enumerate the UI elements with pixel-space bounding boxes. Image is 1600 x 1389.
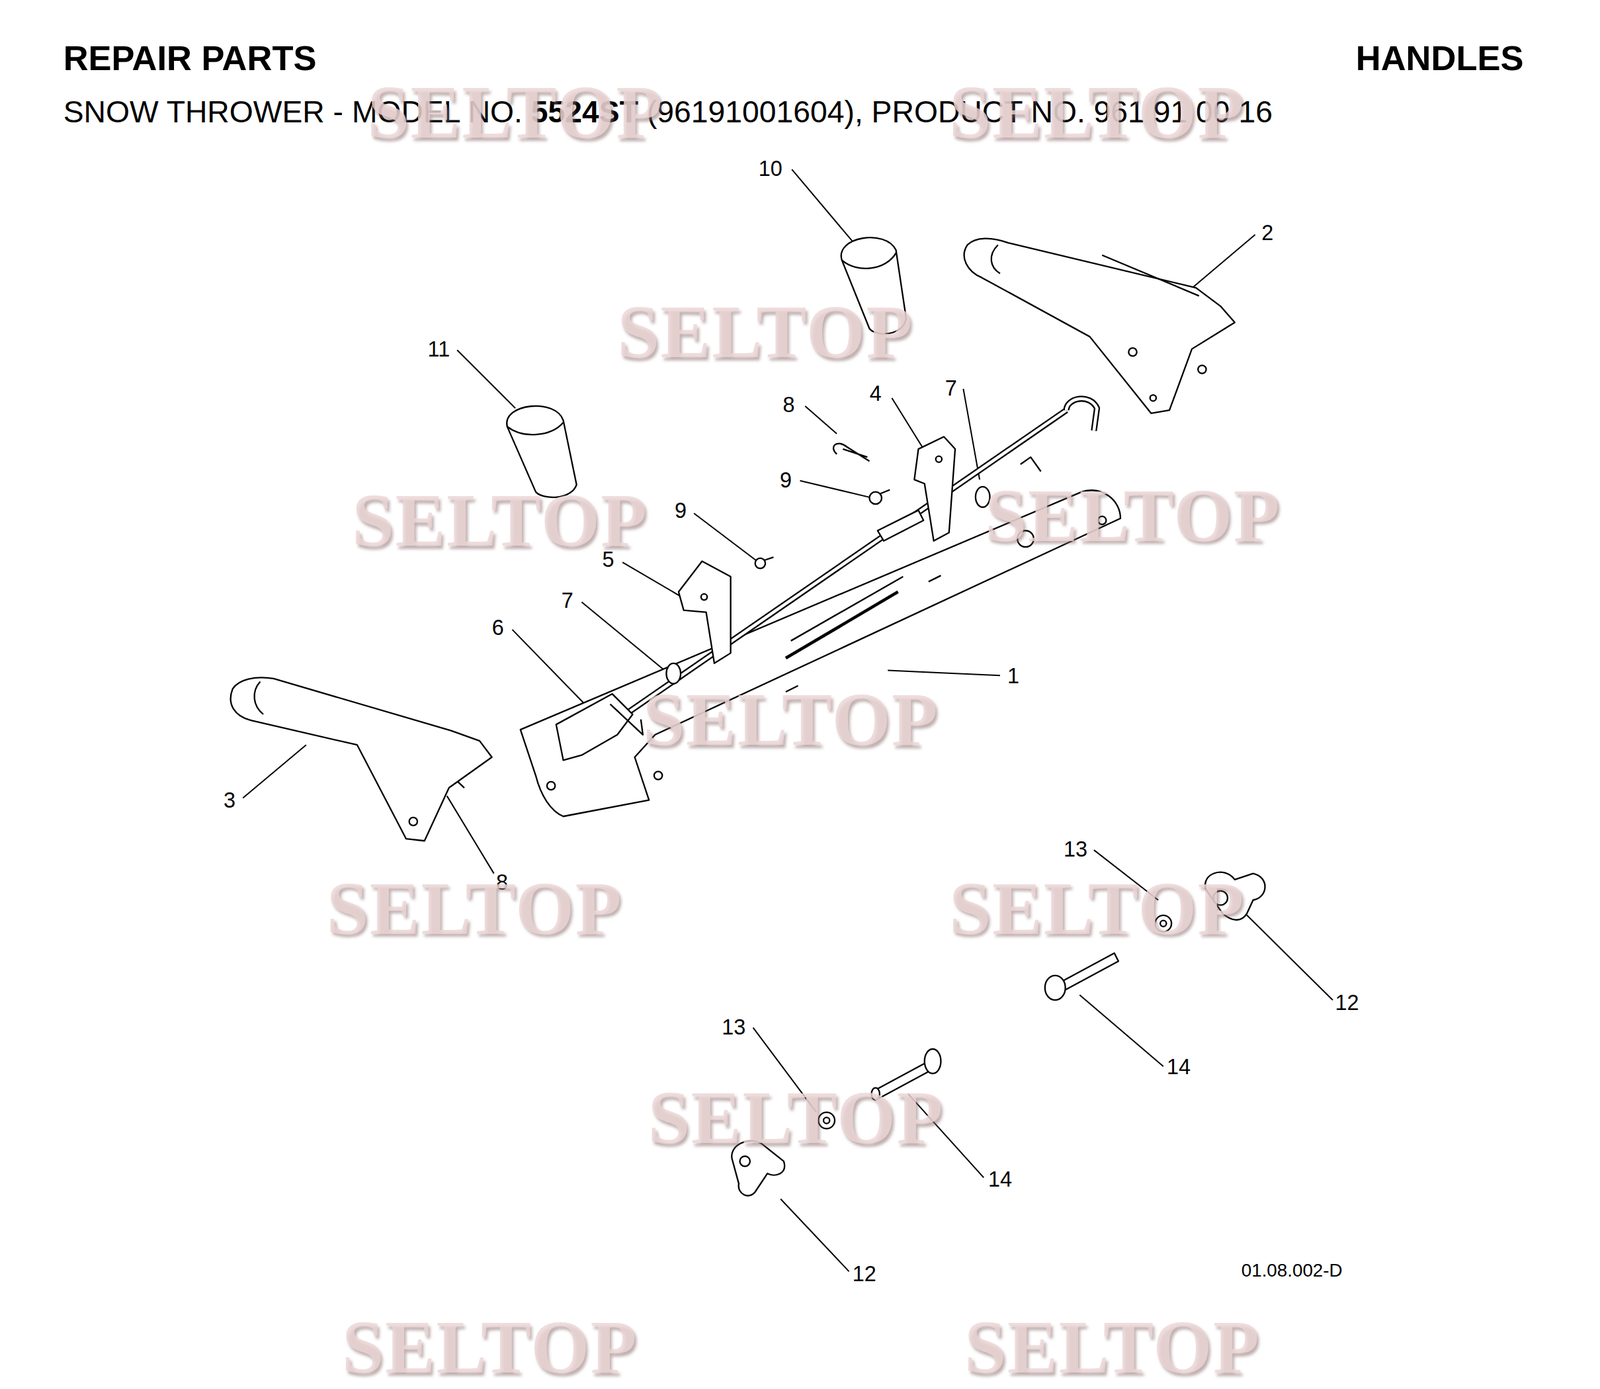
drawing-circle <box>547 781 555 790</box>
callout-number: 6 <box>492 617 505 639</box>
drawing-path <box>1020 457 1042 472</box>
drawing-ellipse <box>666 663 681 684</box>
callout-number: 12 <box>852 1262 877 1284</box>
callout-number: 4 <box>869 382 882 404</box>
drawing-path <box>1061 953 1119 991</box>
callout-number: 12 <box>1334 991 1359 1013</box>
drawing-path <box>877 509 924 541</box>
callout-number: 14 <box>988 1168 1012 1190</box>
drawing-circle <box>409 817 418 826</box>
callout-number: 14 <box>1166 1055 1191 1077</box>
drawing-path <box>914 436 956 541</box>
callout-number: 13 <box>721 1015 746 1038</box>
drawing-path <box>887 670 1001 676</box>
drawing-path <box>833 443 870 462</box>
callout-number: 11 <box>427 337 451 360</box>
drawing-path <box>963 388 980 480</box>
drawing-path <box>230 677 493 841</box>
drawing-path <box>891 398 924 450</box>
drawing-path <box>254 681 264 715</box>
callout-number: 9 <box>674 499 687 521</box>
drawing-path <box>1101 255 1200 297</box>
watermark: SELTOP <box>617 293 914 370</box>
drawing-path <box>511 629 585 705</box>
drawing-path <box>764 556 774 561</box>
callout-number: 1 <box>1007 664 1020 686</box>
drawing-path <box>842 253 897 269</box>
watermark: SELTOP <box>351 482 648 559</box>
drawing-path <box>678 561 731 664</box>
watermark: SELTOP <box>984 477 1281 553</box>
drawing-code: 01.08.002-D <box>1241 1261 1343 1280</box>
drawing-path <box>785 591 899 659</box>
watermark: SELTOP <box>642 681 939 758</box>
drawing-path <box>581 601 669 674</box>
drawing-path <box>447 795 495 874</box>
drawing-path <box>622 562 682 597</box>
drawing-path <box>800 480 874 499</box>
title: REPAIR PARTS <box>63 41 317 76</box>
section-title: HANDLES <box>1355 41 1524 76</box>
drawing-path <box>804 406 837 434</box>
callout-number: 9 <box>779 468 792 491</box>
drawing-path <box>556 693 633 760</box>
drawing-path <box>964 238 1235 414</box>
watermark: SELTOP <box>367 74 664 151</box>
watermark: SELTOP <box>964 1308 1261 1385</box>
watermark: SELTOP <box>648 1079 944 1155</box>
callout-number: 3 <box>223 789 236 811</box>
watermark: SELTOP <box>949 870 1245 946</box>
drawing-path <box>780 1199 849 1272</box>
drawing-circle <box>1128 347 1137 356</box>
watermark: SELTOP <box>326 870 623 946</box>
callout-number: 2 <box>1261 222 1274 244</box>
drawing-path <box>457 349 516 409</box>
drawing-circle <box>701 593 708 600</box>
callout-number: 10 <box>758 157 783 179</box>
callout-number: 8 <box>783 393 796 415</box>
drawing-ellipse <box>924 1049 942 1074</box>
drawing-path <box>1079 994 1164 1067</box>
drawing-path <box>791 169 852 241</box>
drawing-path <box>991 244 1001 274</box>
drawing-path <box>1066 398 1097 431</box>
drawing-ellipse <box>1045 975 1066 1001</box>
drawing-path <box>242 744 307 798</box>
drawing-circle <box>1197 365 1206 374</box>
drawing-path <box>1189 234 1256 290</box>
drawing-circle <box>755 558 766 569</box>
drawing-path <box>1244 913 1333 1001</box>
drawing-circle <box>740 1156 751 1167</box>
drawing-circle <box>1150 394 1157 401</box>
drawing-path <box>879 490 890 495</box>
callout-number: 7 <box>945 377 958 399</box>
drawing-path <box>693 513 758 562</box>
drawing-circle <box>935 456 942 463</box>
drawing-path <box>1066 398 1097 431</box>
drawing-path <box>507 422 564 435</box>
drawing-path <box>928 575 942 582</box>
watermark: SELTOP <box>341 1308 638 1385</box>
drawing-path <box>610 704 643 735</box>
callout-number: 7 <box>561 589 574 611</box>
callout-number: 13 <box>1063 838 1088 860</box>
drawing-circle <box>654 771 663 780</box>
watermark: SELTOP <box>949 74 1245 151</box>
